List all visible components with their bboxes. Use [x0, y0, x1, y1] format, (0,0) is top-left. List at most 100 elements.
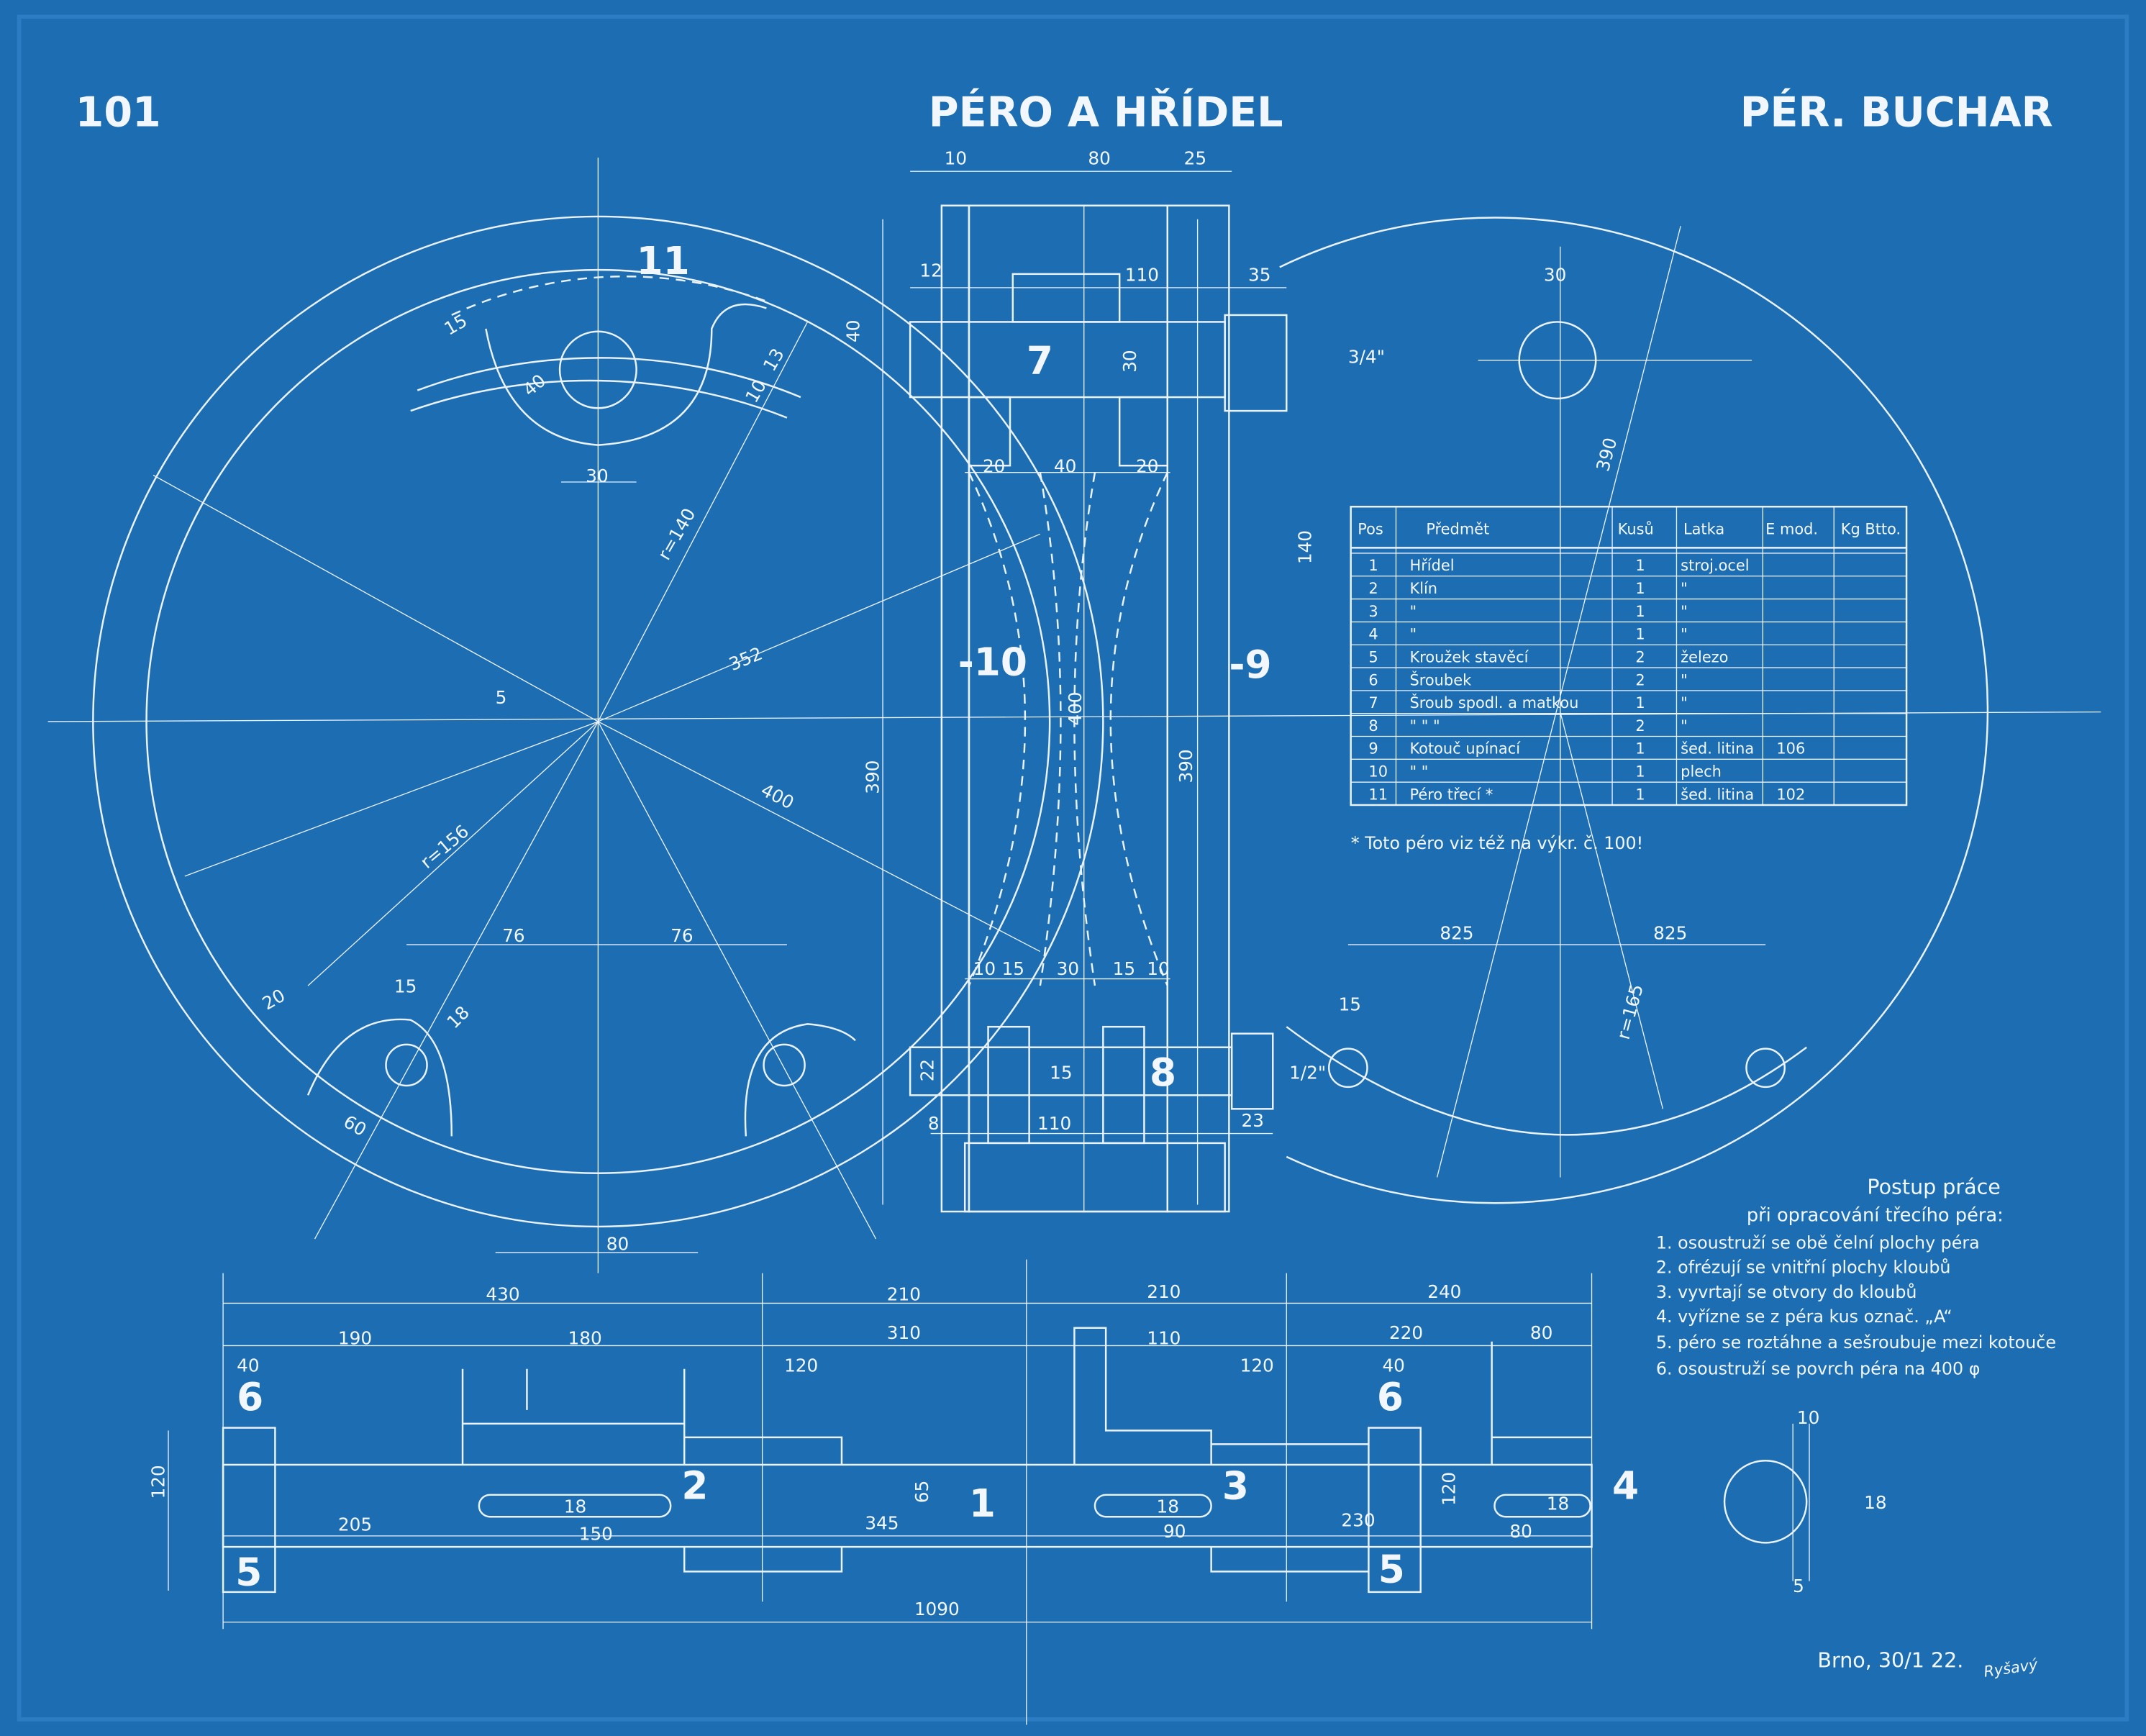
svg-text:20: 20 — [1136, 456, 1158, 477]
svg-text:205: 205 — [338, 1514, 372, 1535]
table-cell: železo — [1681, 648, 1728, 665]
table-row: 9 Kotouč upínací 1 šed. litina 106 — [1368, 740, 1805, 758]
svg-text:240: 240 — [1427, 1281, 1461, 1302]
svg-text:430: 430 — [486, 1284, 519, 1305]
svg-text:18: 18 — [1157, 1496, 1179, 1517]
table-cell: Klín — [1409, 580, 1437, 597]
procedure-step: 2. ofrézují se vnitřní plochy kloubů — [1656, 1258, 1951, 1278]
table-cell: 2 — [1635, 671, 1645, 689]
svg-text:10: 10 — [1797, 1407, 1819, 1428]
table-header-weight: Kg Btto. — [1841, 520, 1901, 537]
svg-text:310: 310 — [887, 1322, 921, 1343]
table-row: 5 Kroužek stavěcí 2 železo — [1368, 648, 1728, 665]
svg-text:120: 120 — [1438, 1472, 1459, 1506]
svg-text:40: 40 — [1382, 1355, 1404, 1376]
table-header-model: E mod. — [1765, 520, 1818, 537]
svg-text:5: 5 — [1378, 1548, 1405, 1592]
svg-text:30: 30 — [586, 465, 608, 486]
svg-text:15: 15 — [394, 976, 417, 997]
svg-text:210: 210 — [887, 1284, 921, 1305]
svg-text:120: 120 — [147, 1465, 168, 1499]
table-cell: 106 — [1776, 740, 1805, 758]
table-cell: 1 — [1635, 580, 1645, 597]
svg-text:390: 390 — [1176, 749, 1196, 783]
svg-text:230: 230 — [1341, 1510, 1375, 1531]
table-cell: " — [1409, 626, 1417, 643]
svg-text:-9: -9 — [1229, 642, 1271, 687]
svg-text:23: 23 — [1241, 1110, 1263, 1131]
svg-text:15: 15 — [1002, 958, 1024, 979]
table-cell: Hřídel — [1409, 557, 1454, 574]
procedure-step: 1. osoustruží se obě čelní plochy péra — [1656, 1232, 1980, 1253]
drawing-author: PÉR. BUCHAR — [1740, 87, 2053, 136]
procedure-step: 4. vyřízne se z péra kus označ. „A“ — [1656, 1306, 1952, 1327]
table-cell: Kroužek stavěcí — [1409, 648, 1529, 665]
svg-text:6: 6 — [1377, 1375, 1404, 1419]
table-cell: Kotouč upínací — [1409, 740, 1521, 758]
svg-text:20: 20 — [983, 456, 1005, 477]
table-cell: Šroub spodl. a matkou — [1409, 694, 1578, 712]
svg-text:1090: 1090 — [914, 1599, 960, 1619]
svg-text:80: 80 — [1088, 148, 1110, 169]
table-cell: 1 — [1635, 740, 1645, 758]
table-cell: Péro třecí * — [1409, 786, 1493, 803]
svg-text:76: 76 — [502, 925, 524, 946]
svg-text:400: 400 — [1065, 691, 1086, 725]
table-cell: " — [1409, 603, 1417, 620]
svg-text:4: 4 — [1612, 1464, 1639, 1509]
table-cell: Šroubek — [1409, 671, 1472, 689]
svg-text:40: 40 — [843, 320, 864, 342]
svg-text:40: 40 — [1054, 456, 1076, 477]
drawing-title: PÉRO A HŘÍDEL — [929, 87, 1283, 136]
table-cell: 2 — [1635, 648, 1645, 665]
svg-text:210: 210 — [1147, 1281, 1181, 1302]
svg-text:110: 110 — [1037, 1113, 1071, 1134]
table-cell: " " " — [1409, 717, 1440, 735]
svg-text:30: 30 — [1119, 350, 1140, 372]
table-cell: stroj.ocel — [1681, 557, 1749, 574]
table-cell: " — [1681, 626, 1688, 643]
svg-text:18: 18 — [1547, 1494, 1569, 1514]
table-cell: 9 — [1368, 740, 1378, 758]
svg-text:65: 65 — [911, 1481, 932, 1503]
svg-text:220: 220 — [1389, 1322, 1423, 1343]
svg-text:110: 110 — [1125, 264, 1159, 285]
svg-text:8: 8 — [928, 1113, 940, 1134]
shaft-view — [168, 1259, 1810, 1725]
drawing-number: 101 — [76, 88, 161, 136]
svg-text:30: 30 — [1057, 958, 1079, 979]
table-cell: 1 — [1635, 603, 1645, 620]
table-cell: 6 — [1368, 671, 1378, 689]
svg-text:2: 2 — [681, 1464, 708, 1509]
parts-table: Pos Předmět Kusů Latka E mod. Kg Btto. 1… — [1350, 506, 1908, 806]
svg-text:12: 12 — [919, 260, 942, 281]
svg-text:15: 15 — [1113, 958, 1135, 979]
svg-text:110: 110 — [1147, 1328, 1181, 1349]
table-cell: " — [1681, 717, 1688, 735]
svg-text:30: 30 — [1544, 264, 1566, 285]
table-header-material: Latka — [1683, 520, 1724, 537]
table-cell: " — [1681, 580, 1688, 597]
table-cell: " — [1681, 694, 1688, 712]
procedure-notes: Postup práce při opracování třecího péra… — [1656, 1175, 2056, 1378]
table-row: 1 Hřídel 1 stroj.ocel — [1368, 557, 1749, 574]
table-cell: 1 — [1635, 786, 1645, 803]
table-footnote: * Toto péro viz též na výkr. č. 100! — [1351, 833, 1643, 853]
svg-text:120: 120 — [1240, 1355, 1274, 1376]
svg-text:90: 90 — [1163, 1521, 1186, 1542]
svg-text:40: 40 — [237, 1355, 259, 1376]
table-cell: " — [1681, 603, 1688, 620]
table-cell: šed. litina — [1681, 740, 1754, 758]
table-row: 3"1" — [1368, 603, 1687, 620]
table-cell: 1 — [1368, 557, 1378, 574]
procedure-title: Postup práce — [1867, 1175, 2000, 1199]
table-cell: 1 — [1635, 626, 1645, 643]
table-cell: 5 — [1368, 648, 1378, 665]
table-cell: 1 — [1635, 557, 1645, 574]
